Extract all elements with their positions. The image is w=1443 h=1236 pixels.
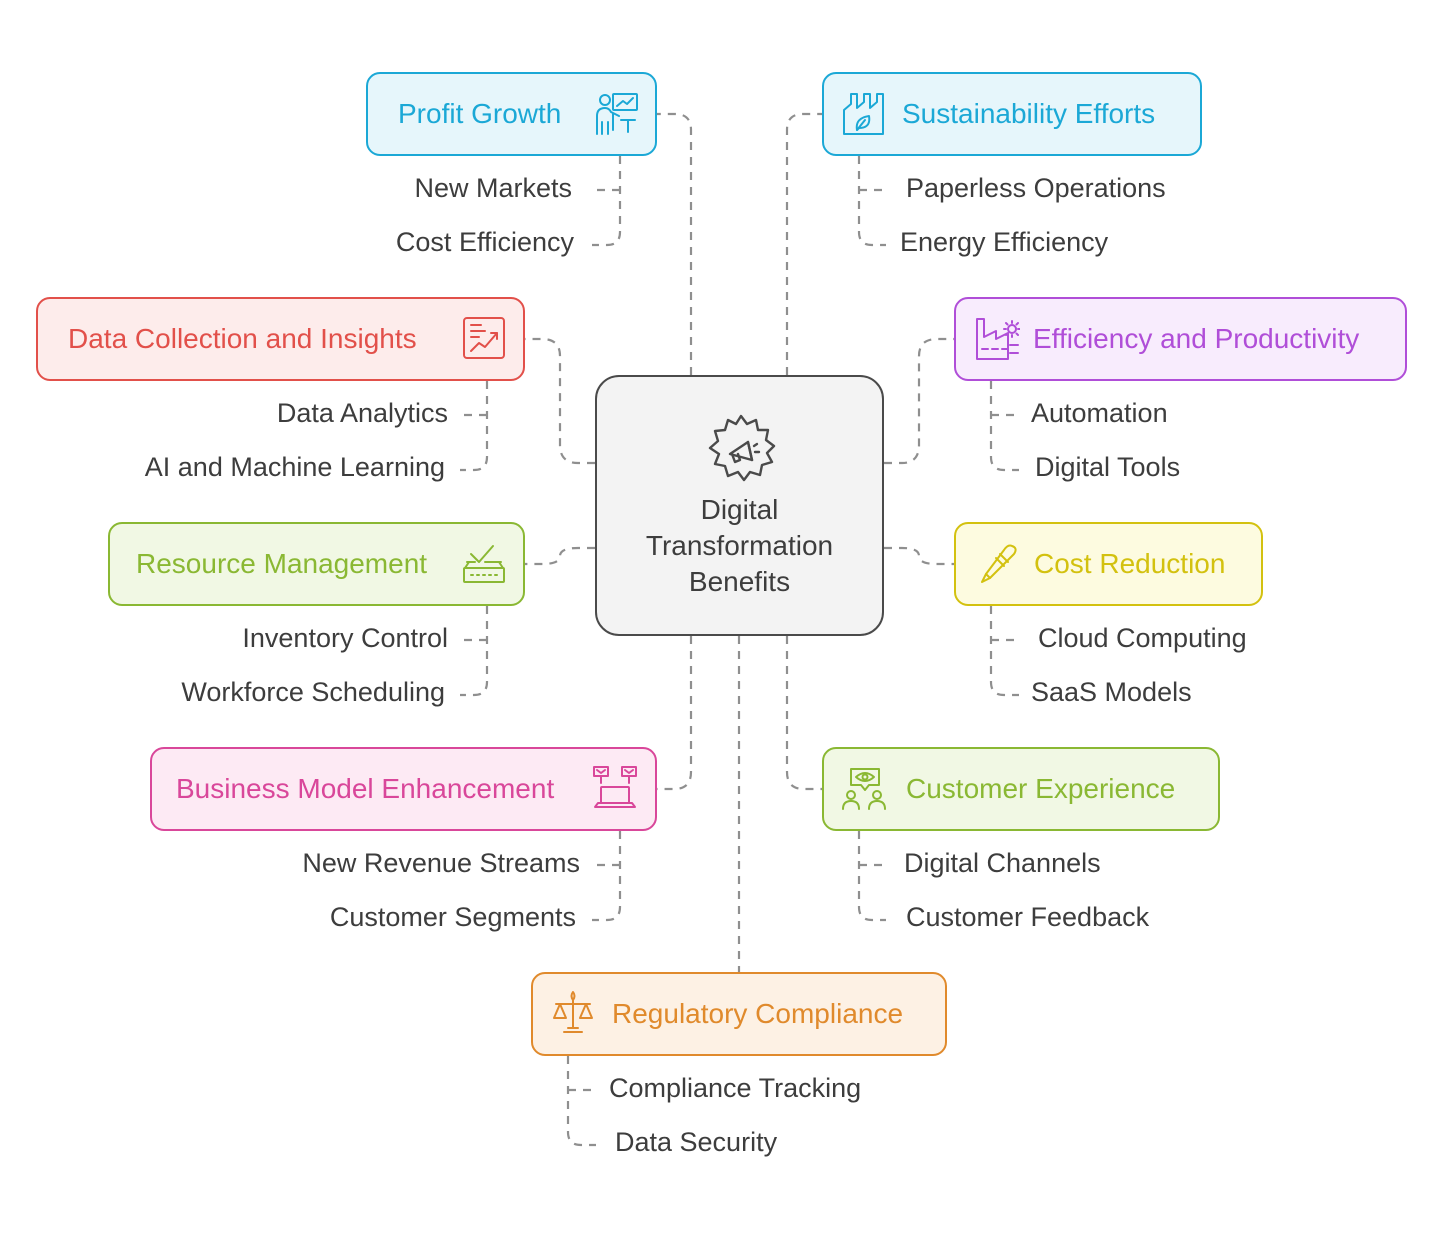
presenter-chart-icon (593, 90, 639, 136)
gear-megaphone-icon (702, 410, 780, 488)
central-topic-title: Digital Transformation Benefits (597, 492, 882, 600)
sub-item-data-analytics: Data Analytics (276, 398, 448, 428)
connector-line (657, 112, 693, 375)
branch-customer-experience: Customer Experience (822, 747, 1220, 831)
branch-title: Regulatory Compliance (612, 998, 904, 1029)
sub-item-energy-efficiency: Energy Efficiency (900, 227, 1109, 257)
connector-line (989, 606, 1019, 697)
sub-item-compliance-tracking: Compliance Tracking (609, 1073, 862, 1103)
sub-item-cloud-computing: Cloud Computing (1038, 623, 1247, 653)
connector-line (460, 606, 489, 697)
branch-title: Cost Reduction (1034, 548, 1226, 579)
central-title-line-1: Digital (700, 494, 779, 525)
branch-cost-reduction: Cost Reduction (954, 522, 1263, 606)
branch-profit-growth: Profit Growth (366, 72, 657, 156)
connector-line (989, 381, 1019, 472)
central-title-line-2: Transformation (645, 530, 834, 561)
sub-item-digital-channels: Digital Channels (904, 848, 1101, 878)
sub-item-workforce-scheduling: Workforce Scheduling (181, 677, 445, 707)
branch-business-model-enhancement: Business Model Enhancement (150, 747, 657, 831)
connector-line (884, 337, 954, 465)
connector-line (566, 1056, 596, 1147)
sub-item-paperless-operations: Paperless Operations (906, 173, 1166, 203)
eye-people-icon (841, 765, 887, 811)
branch-title: Resource Management (136, 548, 428, 579)
sub-item-data-security: Data Security (615, 1127, 778, 1157)
connector-line (525, 546, 595, 566)
connector-line (857, 831, 886, 922)
sub-item-automation: Automation (1031, 398, 1168, 428)
branch-regulatory-compliance: Regulatory Compliance (531, 972, 947, 1056)
branch-title: Business Model Enhancement (176, 773, 555, 804)
connector-line (857, 156, 886, 247)
branch-resource-management: Resource Management (108, 522, 525, 606)
central-topic-node: Digital Transformation Benefits (595, 375, 884, 636)
factory-gear-icon (974, 315, 1020, 361)
branch-title: Customer Experience (906, 773, 1176, 804)
sub-item-ai-and-machine-learning: AI and Machine Learning (144, 452, 445, 482)
sub-item-inventory-control: Inventory Control (242, 623, 448, 653)
branch-data-collection-and-insights: Data Collection and Insights (36, 297, 525, 381)
sub-item-new-markets: New Markets (414, 173, 572, 203)
laptop-flags-icon (592, 765, 638, 811)
connector-line (525, 337, 595, 465)
connector-line (884, 546, 954, 566)
branch-title: Efficiency and Productivity (1033, 323, 1360, 354)
branch-efficiency-and-productivity: Efficiency and Productivity (954, 297, 1407, 381)
branch-title: Profit Growth (398, 98, 562, 129)
branch-sustainability-efforts: Sustainability Efforts (822, 72, 1202, 156)
sub-item-customer-feedback: Customer Feedback (906, 902, 1150, 932)
factory-leaf-icon (841, 90, 887, 136)
connector-line (592, 156, 622, 247)
pen-icon (974, 540, 1020, 586)
connector-line (785, 636, 822, 791)
branch-title: Sustainability Efforts (902, 98, 1156, 129)
connector-line (460, 381, 489, 472)
inventory-check-icon (461, 540, 507, 586)
connector-line (785, 112, 822, 375)
sub-item-cost-efficiency: Cost Efficiency (395, 227, 574, 257)
sub-item-customer-segments: Customer Segments (329, 902, 576, 932)
scales-icon (550, 990, 596, 1036)
branch-title: Data Collection and Insights (68, 323, 417, 354)
chart-document-icon (461, 315, 507, 361)
sub-item-new-revenue-streams: New Revenue Streams (302, 848, 580, 878)
sub-item-digital-tools: Digital Tools (1035, 452, 1181, 482)
connector-line (657, 636, 693, 791)
connector-line (592, 831, 622, 922)
sub-item-saas-models: SaaS Models (1031, 677, 1192, 707)
central-title-line-3: Benefits (688, 566, 791, 597)
